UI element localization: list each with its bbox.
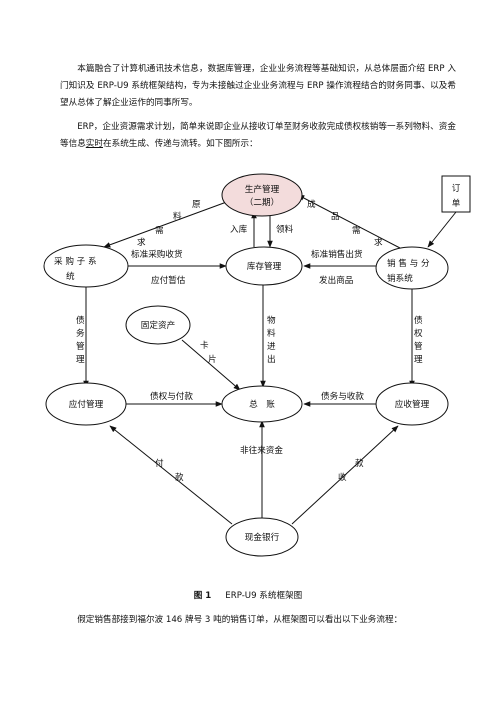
label-std-sales-shipment: 标准销售出货: [311, 248, 363, 260]
node-production-label-1: 生产管理: [245, 183, 280, 195]
node-receivable-label: 应收管理: [395, 398, 430, 410]
node-sales-label-1: 销 售 与 分: [387, 257, 430, 269]
node-sales: [375, 246, 449, 290]
edge-order-to-sales: [427, 211, 457, 248]
intro-p2-underlined: 实时: [85, 139, 103, 149]
node-production-label-2: （二期）: [245, 197, 279, 208]
node-ledger: [221, 385, 303, 423]
intro-p2-part-a: ERP，企业资源需求计划，简单来说即企业从接收订单至财务收款完成债权核销等一系列…: [60, 122, 456, 149]
node-fixed-assets: [125, 305, 191, 345]
figure-title: ERP-U9 系统框架图: [225, 591, 303, 601]
node-purchase-label-1: 采 购 子 系: [54, 255, 97, 267]
intro-p2-part-b: 在系统生成、传递与流转。如下图所示：: [103, 139, 258, 149]
node-order-label-2: 单: [452, 197, 461, 209]
node-order-label-1: 订: [452, 183, 461, 194]
label-credit-mgmt-2: 权: [414, 327, 423, 339]
intro-paragraph-1: 本篇融合了计算机通讯技术信息，数据库管理，企业业务流程等基础知识，从总体层面介绍…: [60, 64, 456, 108]
label-ship-goods: 发出商品: [319, 274, 353, 286]
edge-cashbank-to-payable: [109, 425, 233, 525]
node-receivable: [375, 382, 449, 426]
label-finished-goods-4: 求: [374, 236, 383, 248]
label-ap-estimate: 应付暂估: [151, 274, 186, 286]
node-payable-label: 应付管理: [69, 398, 104, 410]
label-card-2: 片: [208, 353, 217, 365]
node-purchase: [43, 244, 129, 288]
figure-caption: 图 1 ERP-U9 系统框架图: [0, 589, 496, 601]
label-collection-1: 款: [355, 457, 364, 469]
label-material-in-out-1: 物: [267, 314, 276, 326]
label-raw-material-4: 求: [137, 236, 146, 248]
label-non-ar-ap-funds: 非往来资金: [240, 444, 283, 456]
node-payable: [45, 382, 127, 426]
node-production: [221, 173, 303, 217]
node-purchase-label-2: 统: [66, 270, 75, 282]
label-material-issue: 领料: [276, 223, 294, 235]
label-debt-collection: 债务与收款: [321, 390, 364, 402]
label-debt-mgmt-1: 债: [76, 314, 85, 326]
label-finished-goods-1: 成: [307, 198, 316, 210]
label-finished-goods-2: 品: [331, 211, 340, 222]
label-raw-material-1: 原: [192, 199, 201, 210]
node-inventory-label: 库存管理: [247, 260, 282, 272]
edge-cashbank-to-receivable: [291, 425, 399, 525]
label-debt-mgmt-2: 务: [76, 327, 85, 339]
edge-fixedassets-to-ledger: [181, 339, 241, 391]
label-raw-material-2: 料: [173, 210, 182, 222]
label-payment-2: 款: [175, 471, 184, 483]
label-raw-material-3: 需: [155, 225, 164, 236]
node-cash-bank-label: 现金银行: [245, 531, 280, 543]
node-cash-bank: [225, 517, 299, 557]
label-material-in-out-2: 料: [267, 327, 276, 339]
label-card-1: 卡: [200, 339, 209, 351]
closing-paragraph: 假定销售部接到福尔波 146 牌号 3 吨的销售订单，从框架图可以看出以下业务流…: [77, 615, 403, 625]
label-std-purchase-receipt: 标准采购收货: [131, 248, 183, 260]
edge-production-to-purchase: [103, 199, 233, 248]
node-order: [441, 175, 471, 213]
node-sales-label-2: 销系统: [387, 272, 413, 284]
label-payment-1: 付: [155, 458, 164, 469]
figure-number: 图 1: [193, 591, 212, 601]
label-finished-goods-3: 需: [352, 225, 361, 236]
intro-paragraph-2: ERP，企业资源需求计划，简单来说即企业从接收订单至财务收款完成债权核销等一系列…: [60, 119, 456, 153]
label-collection-2: 收: [338, 471, 347, 483]
node-ledger-label: 总 账: [249, 398, 275, 410]
label-debt-mgmt-3: 管: [76, 340, 85, 352]
label-material-in-out-3: 进: [267, 341, 276, 352]
label-material-in-out-4: 出: [267, 353, 276, 365]
label-credit-mgmt-3: 管: [414, 340, 423, 352]
label-stock-in: 入库: [230, 223, 248, 235]
node-fixed-assets-label: 固定资产: [141, 319, 175, 331]
node-inventory: [225, 246, 303, 286]
label-credit-mgmt-4: 理: [414, 354, 423, 365]
label-credit-payment: 债权与付款: [150, 390, 193, 402]
label-debt-mgmt-4: 理: [76, 354, 85, 365]
label-credit-mgmt-1: 债: [414, 314, 423, 326]
edge-sales-to-production: [297, 194, 401, 249]
